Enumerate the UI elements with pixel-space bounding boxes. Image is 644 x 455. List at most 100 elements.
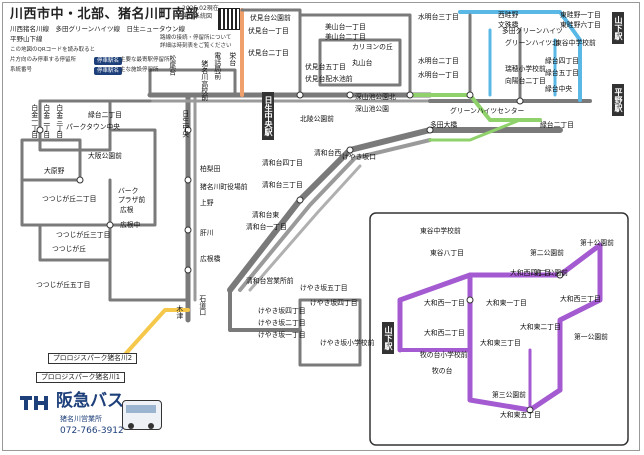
stop-label: つつじが丘	[52, 245, 86, 253]
stop-label: 清和台四丁目	[262, 159, 303, 167]
company-name: 阪急バス	[56, 391, 124, 411]
terminal-hirano[interactable]: 平野駅	[612, 84, 624, 116]
stop-label: 広根橋	[200, 255, 221, 263]
company-office: 猪名川営業所	[60, 415, 102, 423]
legend-stop-1: 片方向のみ停車する停留所	[10, 57, 77, 63]
terminal-yamashita[interactable]: 山下駅	[612, 12, 624, 44]
stop-label: グリーンハイツ北	[505, 39, 559, 47]
inset-stop-label: 東谷八丁目	[430, 249, 464, 257]
stop-label: 深山池公園北	[355, 93, 396, 101]
stop-label: 清和台三丁目	[262, 181, 303, 189]
note-1: 路線の接続・停留所について	[160, 35, 232, 41]
routes-line-2: 平野山下線	[10, 35, 43, 43]
map-title: 川西市中・北部、猪名川町南部	[10, 7, 200, 22]
stop-label: 東畦野一丁目	[560, 11, 601, 19]
stop-label: バーク	[118, 187, 139, 195]
stop-label: パークタウン中央	[66, 123, 121, 131]
stop-box-prologis-2: プロロジスパーク猪名川2	[48, 353, 138, 365]
stop-label: けやき坂四丁目	[258, 307, 306, 315]
legend-btn-4: 主な施設停留所	[120, 67, 159, 73]
stop-label: 大阪公園前	[88, 152, 122, 160]
stop-label: 清和台西	[314, 149, 342, 157]
stop-label: 柏梨田	[200, 165, 221, 173]
qr-code-icon[interactable]	[218, 8, 240, 30]
stop-label: つつじが丘三丁目	[56, 231, 111, 239]
stop-label: つつじが丘二丁目	[42, 195, 97, 203]
stop-label: 広根	[120, 206, 134, 214]
stop-label: 上野	[200, 199, 214, 207]
hankyu-logo-icon	[18, 392, 54, 412]
stop-label: 緑台中央	[545, 85, 573, 93]
inset-stop-label: 大和西四丁目	[510, 269, 551, 277]
stop-label: 美山台一丁目	[325, 23, 366, 31]
company-phone: 072-766-3912	[60, 426, 124, 436]
stop-label: 電話局前	[212, 52, 221, 80]
inset-stop-label: 大和西三丁目	[560, 295, 601, 303]
stop-label: けやき坂一丁目	[258, 331, 306, 339]
legend-btn-2: 主要な最寄駅停留所	[120, 57, 170, 63]
stop-label: 多田グリーンハイツ	[502, 27, 563, 35]
stop-label: 伏見台二丁目	[248, 49, 289, 57]
stop-label: 猪名川高校前	[199, 60, 208, 101]
stop-label: 水明台三丁目	[418, 13, 459, 21]
inset-stop-label: 第二公園前	[530, 249, 564, 257]
stop-label: 美山台二丁目	[325, 33, 366, 41]
stop-label: 木津	[174, 305, 183, 319]
stop-label: 深山池公園	[355, 105, 389, 113]
stop-label: 清和台一丁目	[246, 223, 287, 231]
stop-label: 緑台五丁目	[545, 69, 579, 77]
terminal-yamashita-inset[interactable]: 山下駅	[382, 322, 394, 354]
legend-btn-1: 停車駅名	[94, 57, 123, 66]
stop-label: 伏見台五丁目	[305, 63, 346, 71]
stop-label: 北陵公園前	[300, 115, 334, 123]
version-note: 運行系統図	[182, 13, 213, 20]
stop-label: 丸山台	[352, 59, 373, 67]
stop-label: 広根中	[120, 221, 141, 229]
stop-label: 松尾台	[167, 55, 176, 76]
stop-label: 栄台	[227, 52, 236, 66]
stop-label: けやき坂二丁目	[258, 319, 306, 327]
routes-line-1: 川西猪名川線 多田グリーンハイツ線 日生ニュータウン線	[10, 25, 186, 33]
bus-icon	[122, 400, 162, 430]
stop-label: けやき坂小学校前	[320, 339, 375, 347]
stop-label: 文殊橋	[498, 21, 519, 29]
inset-stop-label: 第三公園前	[492, 391, 526, 399]
inset-stop-label: 大和東五丁目	[500, 411, 541, 419]
legend-stop-2: 系統番号	[10, 67, 33, 73]
stop-label: プラザ前	[118, 196, 146, 204]
stop-label: 伏見台配水池前	[305, 75, 353, 83]
inset-stop-label: 大和東三丁目	[480, 339, 521, 347]
stop-label: 多田大橋	[430, 121, 458, 129]
stop-label: 大原野	[44, 167, 65, 175]
inset-stop-label: 牧の台小学校前	[420, 351, 468, 359]
inset-stop-label: 大和東一丁目	[486, 299, 527, 307]
stop-label: 白金三丁目	[54, 104, 63, 138]
stop-label: 緑台二丁目	[88, 111, 122, 119]
stop-label: 伏見台公園前	[250, 14, 291, 22]
inset-stop-label: 第十公園前	[580, 239, 614, 247]
inset-stop-label: 第一公園前	[574, 333, 608, 341]
stop-label: けやき坂五丁目	[300, 284, 348, 292]
stop-label: 緑台二丁目	[540, 121, 574, 129]
stop-label: 水明台一丁目	[418, 71, 459, 79]
stop-label: 白金二丁目	[41, 104, 50, 138]
terminal-nissei-chuo[interactable]: 日生中央駅	[262, 92, 274, 140]
stop-label: 瑞穂小学校前	[505, 65, 546, 73]
stop-label: つつじが丘五丁目	[36, 281, 91, 289]
stop-label: けやき坂四丁目	[310, 299, 358, 307]
stop-label: 日生中央	[180, 110, 189, 138]
stop-label: 東畦野六丁目	[560, 21, 601, 29]
stop-label: 猪名川町役場前	[200, 183, 248, 191]
stop-label: けやき坂口	[342, 153, 376, 161]
legend-qr: この地図のQRコードを読み取ると	[10, 47, 96, 53]
stop-label: 肝川	[200, 229, 214, 237]
inset-stop-label: 第二公園前	[534, 269, 568, 277]
stop-label: 向陽台二丁目	[505, 77, 546, 85]
inset-stop-label: 牧の台	[432, 367, 453, 375]
stop-label: 緑台四丁目	[545, 57, 579, 65]
note-2: 詳細は時刻表をご覧ください	[160, 43, 232, 49]
stop-label: 東谷中学校前	[555, 39, 596, 47]
inset-stop-label: 大和西二丁目	[424, 329, 465, 337]
stop-label: 白金一丁目	[29, 104, 38, 138]
stop-label: 西畦野	[498, 11, 519, 19]
